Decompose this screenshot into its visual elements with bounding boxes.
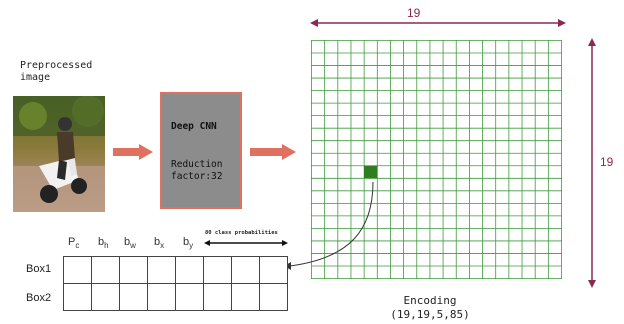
cnn-title: Deep CNN [171,121,217,132]
row-label-box1: Box1 [26,263,52,275]
table-cell [259,256,288,284]
grid-height-label: 19 [600,155,614,169]
encoding-grid [311,40,562,279]
header-bh: bh [98,236,109,251]
input-image-label: Preprocessed image [20,60,93,83]
connector-curve [284,181,374,270]
cnn-subtitle: Reduction factor:32 [171,159,223,182]
table-cell [231,256,260,284]
table-cell [147,283,176,311]
input-image [13,96,105,212]
table-cell [203,283,232,311]
encoding-label: Encoding (19,19,5,85) [390,294,470,321]
table-cell [231,283,260,311]
table-cell [259,283,288,311]
grid-height-arrow [588,38,596,288]
table-cell [91,256,120,284]
highlighted-grid-cell [364,165,378,179]
table-cell [63,283,92,311]
header-bx: bx [154,236,165,251]
grid-width-arrow [310,19,566,27]
header-pc: Pc [68,236,80,251]
header-bw: bw [124,236,136,251]
scooter-photo-icon [13,96,105,212]
class-probabilities-arrow [204,240,288,246]
table-cell [119,283,148,311]
table-cell [203,256,232,284]
row-label-box2: Box2 [26,292,52,304]
arrow-to-grid [250,144,296,160]
table-cell [63,256,92,284]
table-cell [175,256,204,284]
header-by: by [183,236,194,251]
deep-cnn-box [160,92,242,209]
table-cell [91,283,120,311]
box-table [63,256,288,311]
grid-width-label: 19 [407,6,421,20]
table-cell [119,256,148,284]
arrow-to-cnn [113,144,153,160]
table-cell [147,256,176,284]
table-cell [175,283,204,311]
class-probabilities-label: 80 class probabilities [205,230,278,236]
